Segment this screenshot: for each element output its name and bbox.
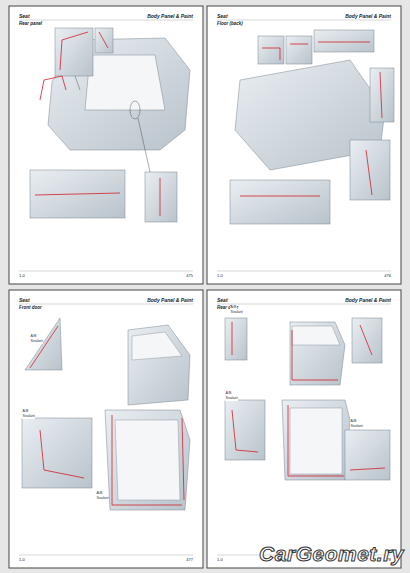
sealant-note: Sealant [30, 340, 43, 344]
sealant-note: Sealant [230, 311, 243, 315]
footer-chapter: 1-0 [217, 274, 223, 278]
callout-code: A/B [225, 392, 232, 396]
sealant-note: Sealant [96, 497, 109, 501]
header-model: Seat [19, 298, 30, 303]
watermark: CarGeomet.ry [259, 543, 404, 564]
callout-code: A/B [230, 306, 237, 310]
page-number: 475 [186, 274, 193, 278]
callout-code: A/B [96, 492, 103, 496]
callout-code: A/B [22, 410, 29, 414]
header-model: Seat [217, 14, 228, 19]
manual-page: Seat Body Panel & PaintRear panel 1-0 475 [9, 6, 203, 284]
footer-chapter: 1-0 [19, 558, 25, 562]
callout-code: A/B [30, 335, 37, 339]
footer-chapter: 1-0 [217, 558, 223, 562]
header-section: Body Panel & Paint [147, 14, 193, 19]
header-section: Body Panel & Paint [147, 298, 193, 303]
page-number: 477 [186, 558, 193, 562]
page-subtitle: Floor (back) [217, 22, 243, 27]
header-model: Seat [19, 14, 30, 19]
page-subtitle: Rear panel [19, 22, 42, 27]
manual-page: Seat Body Panel & PaintFront door 1-0 477 [9, 290, 203, 568]
header-section: Body Panel & Paint [345, 14, 391, 19]
sealant-note: Sealant [22, 415, 35, 419]
page-subtitle: Front door [19, 306, 42, 311]
header-model: Seat [217, 298, 228, 303]
manual-page: SeatBody Panel & PaintRear door1-0478 [207, 290, 401, 568]
sealant-note: Sealant [225, 397, 238, 401]
callout-code: A/B [350, 420, 357, 424]
manual-page: Seat Body Panel & PaintFloor (back) 1-0 476 [207, 6, 401, 284]
page-number: 476 [384, 274, 391, 278]
footer-chapter: 1-0 [19, 274, 25, 278]
sealant-note: Sealant [350, 425, 363, 429]
header-section: Body Panel & Paint [345, 298, 391, 303]
